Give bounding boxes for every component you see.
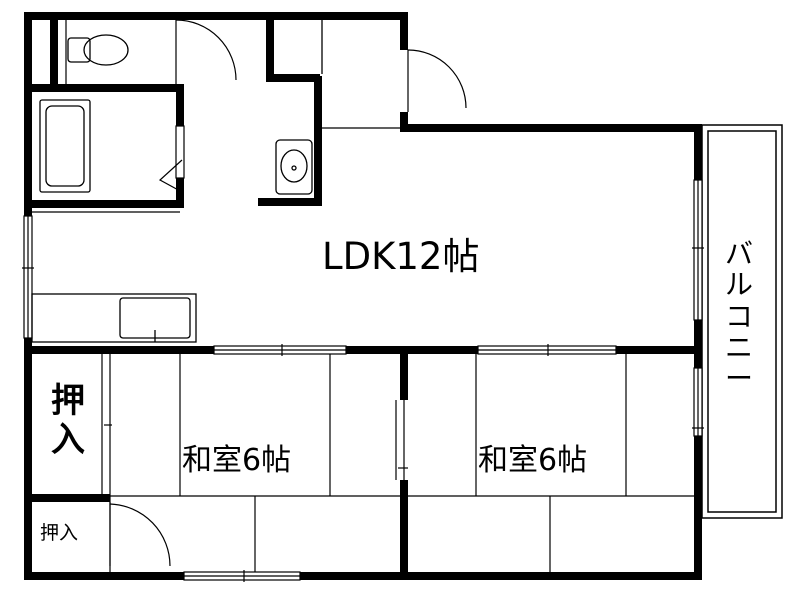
closet-large-label: 押入 [51,381,85,461]
interior-walls [24,14,702,580]
door-swings [32,19,467,567]
ldk-label: LDK12帖 [322,235,480,278]
windows [22,125,704,582]
partitions [65,20,408,572]
japanese-room-left-label: 和室6帖 [182,443,292,478]
balcony-label: バルコニー [724,237,753,396]
fixtures [31,20,323,343]
tatami-lines [110,354,694,572]
japanese-room-right-label: 和室6帖 [478,443,588,478]
closet-small-label: 押入 [40,522,79,544]
outer-walls [24,12,702,580]
